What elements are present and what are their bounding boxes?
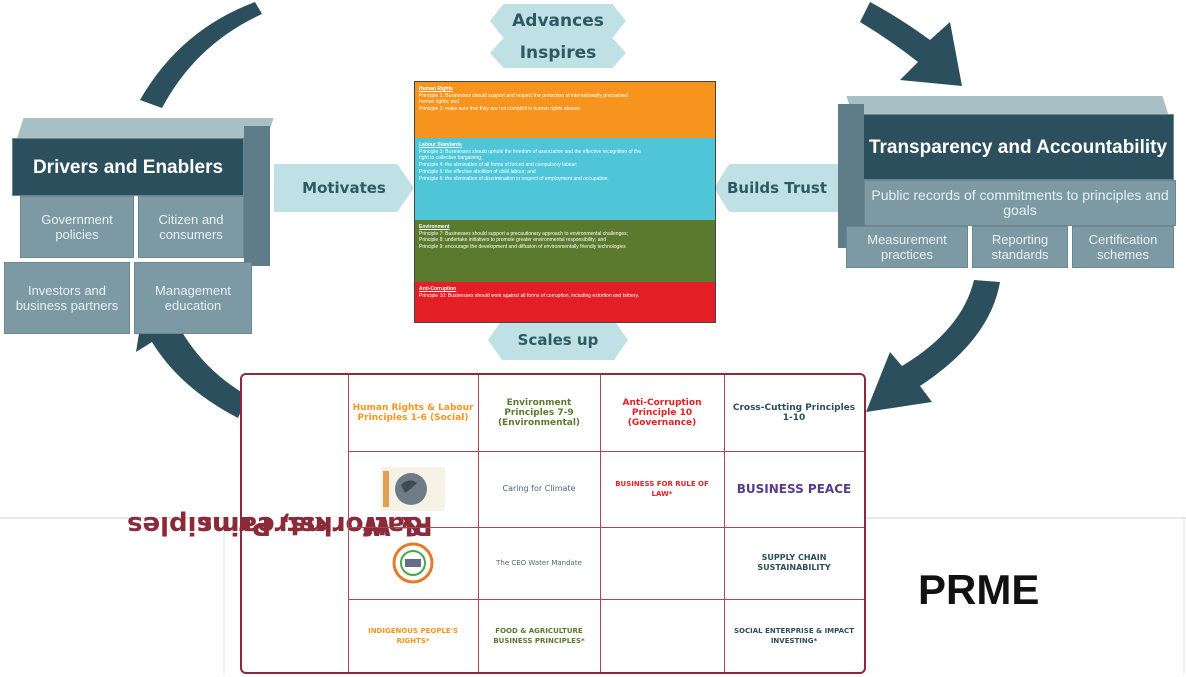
business-for-peace-logo: BUSINESS PEACE <box>736 482 852 496</box>
tag-inspires: Inspires <box>490 38 626 68</box>
transparency-title: Transparency and Accountability <box>862 114 1174 180</box>
supply-chain-sustainability: SUPPLY CHAIN SUSTAINABILITY <box>757 553 831 572</box>
drivers-item-investors: Investors and business partners <box>4 262 130 334</box>
food-agriculture-principles: FOOD & AGRICULTURE BUSINESS PRINCIPLES* <box>493 627 585 645</box>
drivers-item-management: Management education <box>134 262 252 334</box>
labour-heading: Labour Standards <box>419 142 462 148</box>
labour-line: Principle 5: the effective abolition of … <box>419 168 536 175</box>
ceo-water-mandate: The CEO Water Mandate <box>496 559 582 567</box>
transparency-item-measurement: Measurement practices <box>846 226 968 268</box>
social-enterprise-impact: SOCIAL ENTERPRISE & IMPACT INVESTING* <box>734 627 854 645</box>
principles-anti-corruption: Anti-Corruption Principle 10: Businesses… <box>415 282 715 322</box>
arrow-top-left <box>140 2 262 108</box>
environmental-stewardship-logo <box>352 455 474 523</box>
anti-corruption-heading: Anti-Corruption <box>419 286 457 292</box>
drivers-item-citizen: Citizen and consumers <box>138 196 244 258</box>
transparency-item-certification: Certification schemes <box>1072 226 1174 268</box>
human-rights-heading: Human Rights <box>419 86 453 92</box>
environment-line: Principle 8: undertake initiatives to pr… <box>419 237 607 244</box>
header-environment: Environment Principles 7-9 (Environmenta… <box>497 398 581 428</box>
prme-label: PRME <box>918 566 1040 613</box>
platforms-vertical-title: Platforms, Principles& Workstreams <box>127 375 433 674</box>
caring-for-climate: Caring for Climate <box>502 484 576 493</box>
arrow-right-lower <box>866 280 1000 412</box>
globe-logo-icon <box>381 467 445 511</box>
environment-heading: Environment <box>419 224 450 230</box>
header-human-rights: Human Rights & Labour Principles 1-6 (So… <box>352 403 474 423</box>
ten-principles-box: Human Rights Principle 1: Businesses sho… <box>414 81 716 323</box>
principles-environment: Environment Principle 7: Businesses shou… <box>415 220 715 282</box>
platforms-table: Platforms, Principles& Workstreams Human… <box>127 373 866 674</box>
labour-line: Principle 3: Businesses should uphold th… <box>419 148 641 155</box>
tag-motivates: Motivates <box>274 164 414 212</box>
human-rights-line: Principle 2: make sure that they are not… <box>419 106 582 113</box>
childrens-rights-logo <box>352 531 474 595</box>
principles-labour: Labour Standards Principle 3: Businesses… <box>415 138 715 220</box>
header-cross-cutting: Cross-Cutting Principles 1-10 <box>732 403 856 423</box>
drivers-title: Drivers and Enablers <box>12 138 244 196</box>
anti-corruption-line: Principle 10: Businesses should work aga… <box>419 292 640 299</box>
human-rights-line: human rights; and <box>419 99 460 106</box>
transparency-item-reporting: Reporting standards <box>972 226 1068 268</box>
labour-line: right to collective bargaining; <box>419 155 483 162</box>
environment-line: Principle 9: encourage the development a… <box>419 244 626 251</box>
tag-advances: Advances <box>490 4 626 38</box>
childrens-rights-icon <box>392 542 434 584</box>
transparency-subtitle: Public records of commitments to princip… <box>864 180 1176 226</box>
labour-line: Principle 6: the elimination of discrimi… <box>419 175 609 182</box>
human-rights-line: Principle 1: Businesses should support a… <box>419 92 628 99</box>
environment-line: Principle 7: Businesses should support a… <box>419 230 629 237</box>
indigenous-peoples-rights: INDIGENOUS PEOPLE'S RIGHTS* <box>368 627 458 645</box>
labour-line: Principle 4: the elimination of all form… <box>419 162 578 169</box>
business-rule-of-law: BUSINESS FOR RULE OF LAW* <box>615 480 709 498</box>
principles-human-rights: Human Rights Principle 1: Businesses sho… <box>415 82 715 138</box>
tag-scales-up: Scales up <box>488 320 628 360</box>
header-anti-corruption: Anti-Corruption Principle 10 (Governance… <box>622 398 702 428</box>
drivers-item-government: Government policies <box>20 196 134 258</box>
arrow-top-right <box>860 2 962 86</box>
tag-builds-trust: Builds Trust <box>714 164 840 212</box>
